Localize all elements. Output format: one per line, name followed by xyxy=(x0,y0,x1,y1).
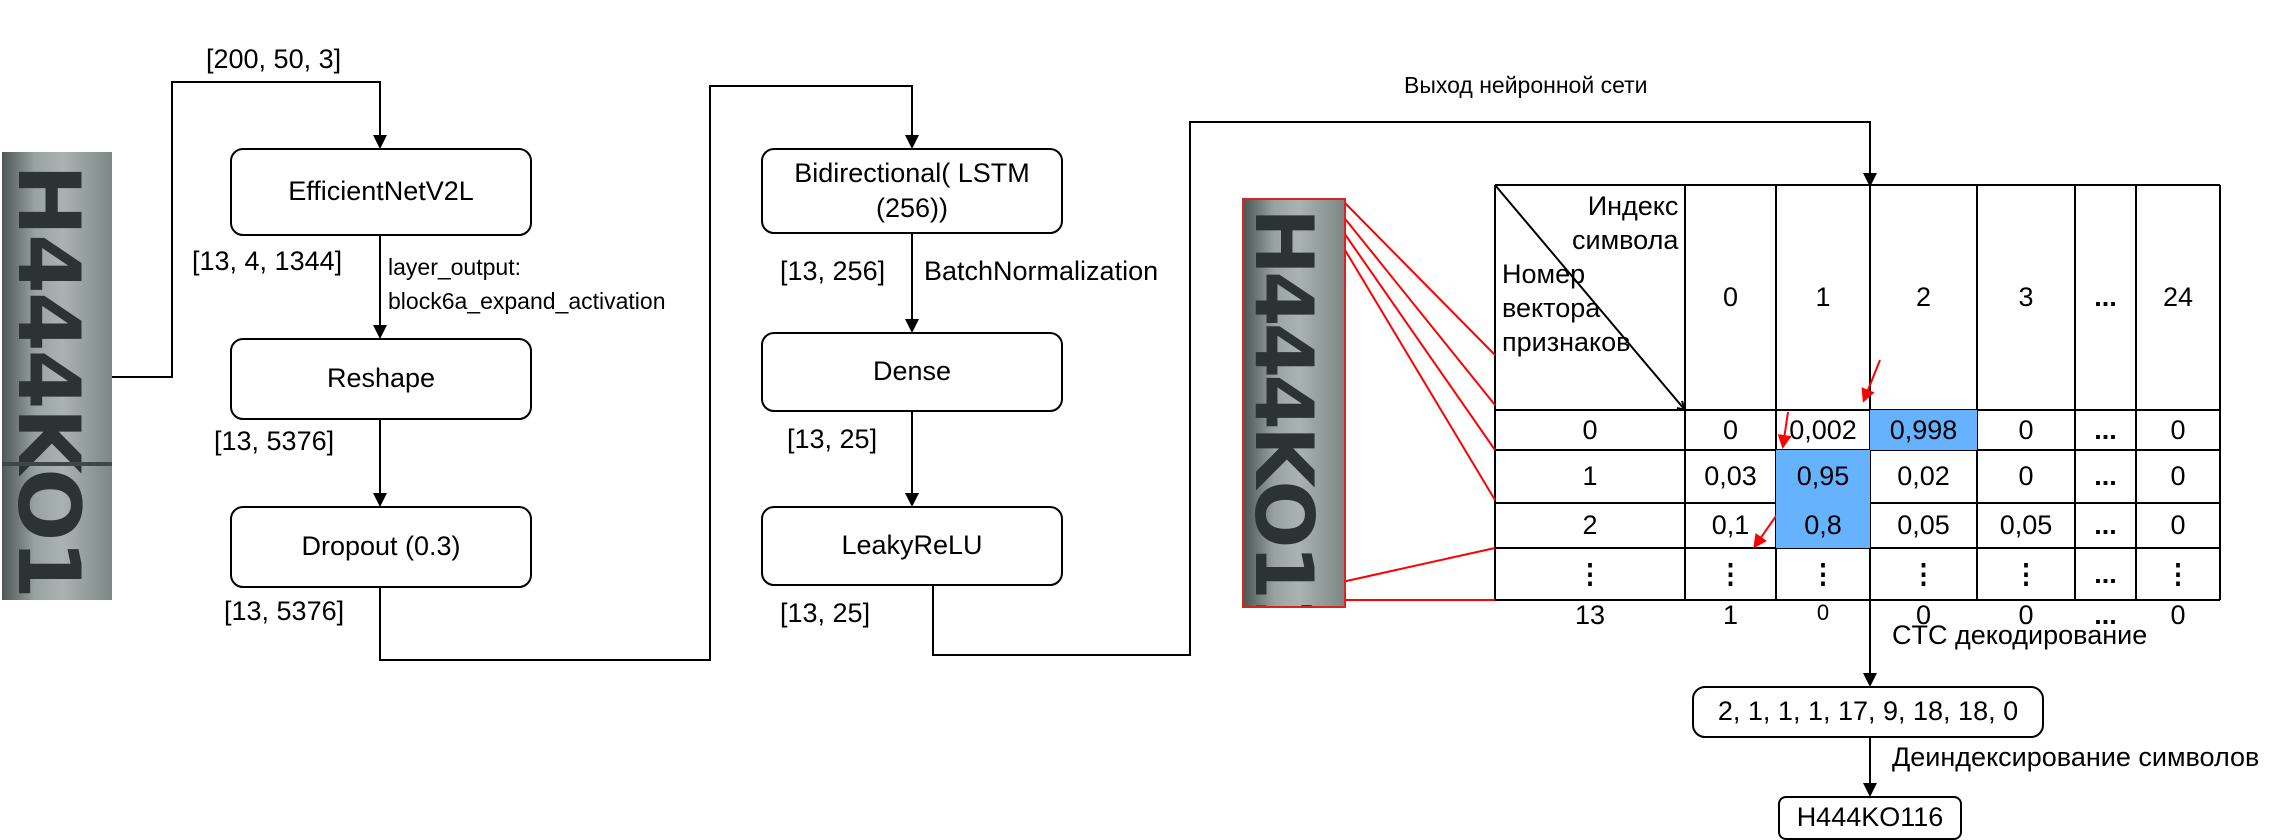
feature-strip-image: H444KO116 xyxy=(1242,198,1346,608)
table-cell: 1 xyxy=(1722,600,1739,630)
table-row-label: 2 xyxy=(1582,510,1598,540)
dense-block: Dense xyxy=(761,332,1063,412)
table-row-label: 0 xyxy=(1582,414,1598,445)
shape-dropout: [13, 5376] xyxy=(224,596,345,626)
input-plate-image: H444KO116 xyxy=(2,152,112,600)
table-row-label: 13 xyxy=(1574,600,1606,630)
bilstm-block: Bidirectional( LSTM (256)) xyxy=(761,148,1063,234)
shape-reshape: [13, 5376] xyxy=(214,426,335,456)
table-cell: 0,05 xyxy=(1999,510,2053,540)
reshape-block: Reshape xyxy=(230,338,532,420)
table-cell: 0 xyxy=(2018,414,2034,445)
table-cell: 0 xyxy=(1722,414,1739,445)
table-row-label: 1 xyxy=(1582,461,1598,491)
table-cell: 0,002 xyxy=(1789,414,1857,445)
table-column-header: 1 xyxy=(1815,282,1831,312)
deindex-label: Деиндексирование символов xyxy=(1892,742,2260,772)
mapping-lines xyxy=(1341,199,1496,601)
plate-text: H444KO116 xyxy=(2,164,98,600)
table-cell: ... xyxy=(2094,510,2117,540)
table-column-header: 0 xyxy=(1722,282,1739,312)
table-cell: 0 xyxy=(1816,600,1830,625)
arrow-dropout-to-lstm xyxy=(379,85,919,661)
arrow-input-to-efficientnet xyxy=(112,81,387,378)
table-cell: ... xyxy=(2094,414,2117,445)
decoded-sequence-block: 2, 1, 1, 1, 17, 9, 18, 18, 0 xyxy=(1692,686,2044,738)
table-cell: 0 xyxy=(2170,510,2186,540)
highlight-cell xyxy=(1776,503,1870,548)
table-cell: ... xyxy=(2094,558,2117,589)
ctc-label: CTC декодирование xyxy=(1892,620,2148,650)
table-cell: ⋮ xyxy=(2012,558,2040,589)
table-cell: ⋮ xyxy=(2164,558,2192,589)
table-column-header: 3 xyxy=(2018,282,2034,312)
final-plate-block: H444KO116 xyxy=(1778,796,1962,840)
table-cell: 0 xyxy=(2170,461,2186,491)
table-cell: 0 xyxy=(2018,461,2034,491)
efficientnet-block: EfficientNetV2L xyxy=(230,148,532,236)
table-header-index: Индекс символа xyxy=(1572,191,1679,255)
table-cell: ⋮ xyxy=(1809,558,1837,589)
leaky-relu-block: LeakyReLU xyxy=(761,506,1063,586)
shape-leaky: [13, 25] xyxy=(780,598,871,628)
table-cell: 0 xyxy=(1915,600,1932,630)
table-cell: 0 xyxy=(2170,414,2186,445)
table-row-label: ⋮ xyxy=(1576,558,1604,589)
layer-output-name: block6a_expand_activation xyxy=(388,288,666,314)
shape-dense: [13, 25] xyxy=(787,424,878,454)
batchnorm-label: BatchNormalization xyxy=(924,256,1159,286)
dropout-block: Dropout (0.3) xyxy=(230,506,532,588)
table-cell: ⋮ xyxy=(1910,558,1937,589)
table-cell: 0 xyxy=(2170,600,2186,630)
table-cell: 0,998 xyxy=(1889,414,1958,445)
shape-input: [200, 50, 3] xyxy=(206,44,342,74)
table-header-vector: Номер вектора признаков xyxy=(1502,259,1631,357)
table-cell: ⋮ xyxy=(1717,558,1744,589)
table-cell: 0,1 xyxy=(1711,510,1750,540)
table-column-header: 24 xyxy=(2162,282,2194,312)
table-cell: 0,95 xyxy=(1796,461,1850,491)
highlight-cell xyxy=(1870,410,1977,450)
arrow-leaky-to-table xyxy=(932,121,1877,656)
table-column-header: 2 xyxy=(1915,282,1932,312)
table-column-header: ... xyxy=(2094,282,2117,312)
table-cell: ... xyxy=(2094,461,2117,491)
shape-lstm: [13, 256] xyxy=(780,256,886,286)
table-cell: 0,03 xyxy=(1704,461,1757,491)
table-cell: 0,02 xyxy=(1897,461,1950,491)
shape-efficientnet: [13, 4, 1344] xyxy=(192,246,343,276)
table-cell: ... xyxy=(2094,600,2117,630)
table-cell: 0 xyxy=(2018,600,2034,630)
table-cell: 0,8 xyxy=(1804,510,1842,540)
table-cell: 0,05 xyxy=(1897,510,1950,540)
highlight-cell xyxy=(1776,450,1870,503)
network-output-label: Выход нейронной сети xyxy=(1404,72,1648,98)
layer-output-label: layer_output: xyxy=(388,254,521,280)
